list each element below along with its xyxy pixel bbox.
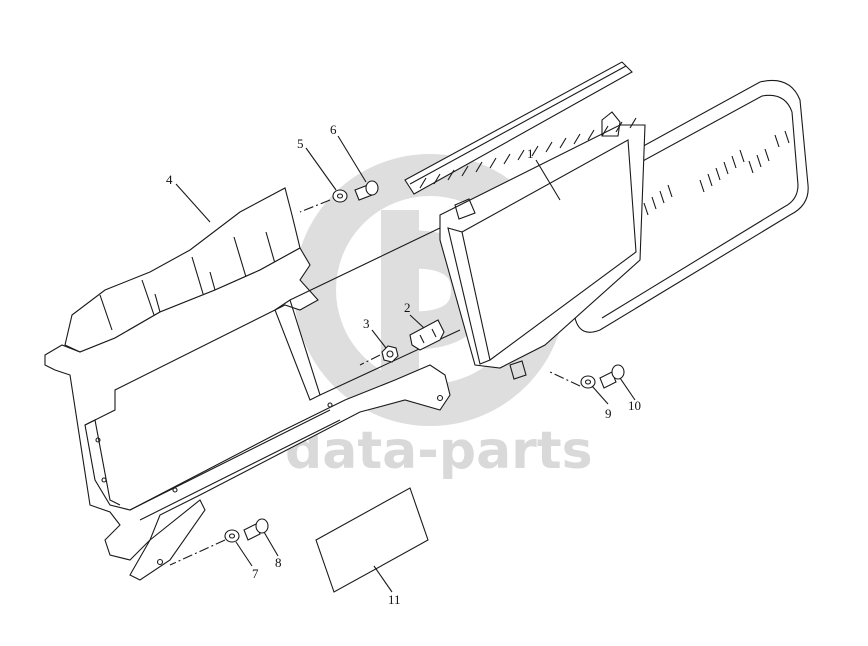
callout-8: 8 xyxy=(275,555,282,570)
part-10-screw xyxy=(599,364,625,389)
callout-7: 7 xyxy=(252,566,259,581)
part-2-bracket xyxy=(409,319,445,351)
callout-6: 6 xyxy=(330,122,337,137)
part-7-washer xyxy=(224,529,240,543)
callout-4: 4 xyxy=(166,172,173,187)
callout-1: 1 xyxy=(527,146,534,161)
callout-3: 3 xyxy=(363,316,370,331)
watermark-text: data-parts xyxy=(285,421,593,481)
part-5-washer xyxy=(332,189,348,203)
callout-9: 9 xyxy=(605,406,612,421)
part-8-screw xyxy=(243,518,269,541)
part-11-cover-plate xyxy=(315,487,429,593)
part-connector-strip xyxy=(404,61,637,195)
part-6-screw xyxy=(354,180,379,201)
callout-5: 5 xyxy=(297,136,304,151)
part-3-nut xyxy=(381,345,399,363)
callout-11: 11 xyxy=(388,592,401,607)
leader-lines xyxy=(175,135,636,593)
part-9-washer xyxy=(580,375,596,389)
callout-2: 2 xyxy=(404,300,411,315)
callout-labels: 1 2 3 4 5 6 7 8 9 10 11 xyxy=(166,122,641,607)
part-1-instrument-cluster xyxy=(439,79,809,380)
assembly-lines xyxy=(169,199,581,566)
callout-10: 10 xyxy=(628,398,641,413)
